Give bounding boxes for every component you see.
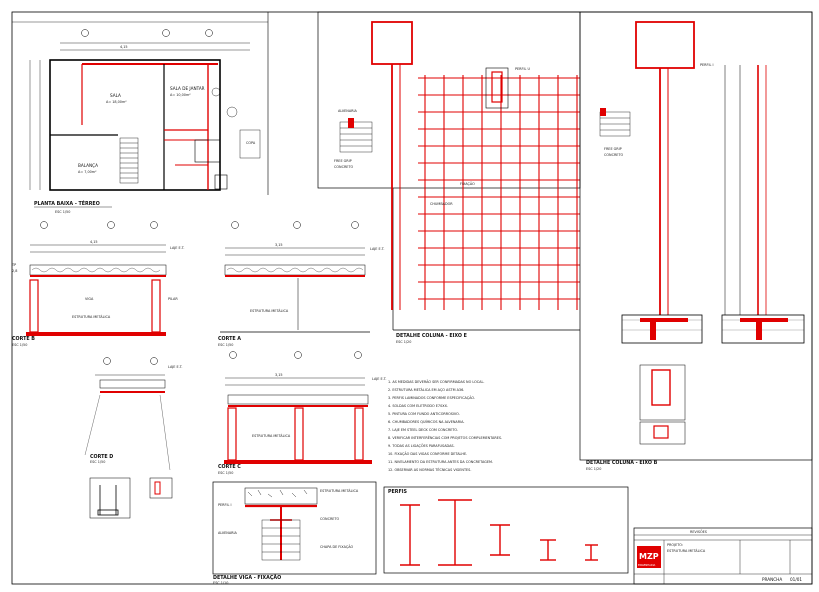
project-name: ESTRUTURA METÁLICA xyxy=(667,548,706,553)
section-c-estrutura: ESTRUTURA METÁLICA xyxy=(252,433,291,438)
section-a-title: CORTE A xyxy=(218,336,241,342)
beam-detail-label: CHAPA DE FIXAÇÃO xyxy=(320,544,353,549)
profiles-detail: PERFIS xyxy=(383,486,629,574)
room-sala-jantar: SALA DE JANTAR xyxy=(170,86,205,91)
detail-a-label-top: PERFIL U xyxy=(515,67,530,71)
note-item: 9. TODAS AS LIGAÇÕES PARAFUSADAS. xyxy=(388,443,455,448)
room-copa: COPA xyxy=(246,141,256,145)
note-item: 2. ESTRUTURA METÁLICA EM AÇO ASTM A36. xyxy=(388,387,464,392)
section-d-laje: LAJE E.T. xyxy=(168,365,183,369)
plan-scale: ESC 1/50 xyxy=(55,210,70,214)
plan-dim-top: 4,15 xyxy=(120,45,128,49)
logo-text: MZP xyxy=(639,552,659,561)
section-b-dim: 4,15 xyxy=(90,240,98,244)
section-b-tp: TP xyxy=(11,263,16,267)
detail-a-label-chumb: CHUMBADOR xyxy=(430,202,453,206)
room-sala-area: A= 18,00m² xyxy=(106,100,127,104)
note-item: 1. AS MEDIDAS DEVERÃO SER CONFIRMADAS NO… xyxy=(388,379,484,384)
detail-a-label-free: FREE GRIP xyxy=(334,159,352,163)
column-detail-a: PERFIL U ALVENARIA FIXAÇÃO CHUMBADOR FRE… xyxy=(317,11,581,344)
prancha-label: PRANCHA xyxy=(762,577,782,582)
profiles-title: PERFIS xyxy=(388,489,408,495)
revision-label: REVISÕES xyxy=(690,529,707,534)
section-c: 3,15 LAJE E.T. ESTRUTURA METÁLICA CORTE … xyxy=(218,351,387,475)
section-b-viga: VIGA xyxy=(85,297,94,301)
prancha-number: 01/01 xyxy=(790,577,802,582)
detail-a-title: DETALHE COLUNA - EIXO E xyxy=(396,333,467,339)
section-b-laje: LAJE E.T. xyxy=(170,246,185,250)
section-d: LAJE E.T. CORTE D ESC 1/50 xyxy=(84,357,183,519)
section-b-scale: ESC 1/50 xyxy=(12,343,27,347)
detail-a-scale: ESC 1/20 xyxy=(396,340,411,344)
beam-detail-label: ALVENARIA xyxy=(218,531,238,535)
section-a-scale: ESC 1/50 xyxy=(218,343,233,347)
section-d-scale: ESC 1/50 xyxy=(90,460,105,464)
room-balanca-area: A= 7,00m² xyxy=(78,170,97,174)
section-c-dim: 3,15 xyxy=(275,373,283,377)
column-detail-b: PERFIL I FREE GRIP CONCRETO DETALHE COLU… xyxy=(579,11,813,471)
beam-detail-label: PERFIL I xyxy=(218,503,231,507)
section-a-estrutura: ESTRUTURA METÁLICA xyxy=(250,308,289,313)
company-logo xyxy=(637,546,661,568)
detail-a-label-left: ALVENARIA xyxy=(338,109,358,113)
beam-fixing-detail: ESTRUTURA METÁLICA PERFIL I CONCRETO ALVENA… xyxy=(212,481,377,585)
section-d-title: CORTE D xyxy=(90,454,113,460)
room-sala-jantar-area: A= 10,00m² xyxy=(170,93,191,97)
section-a-laje: LAJE E.T. xyxy=(370,247,385,251)
detail-b-scale: ESC 1/20 xyxy=(586,467,601,471)
detail-b-label-concrete: CONCRETO xyxy=(604,153,624,157)
section-b-title: CORTE B xyxy=(12,336,35,342)
detail-a-label-fixing: FIXAÇÃO xyxy=(460,181,475,186)
detail-a-label-concrete: CONCRETO xyxy=(334,165,354,169)
section-c-title: CORTE C xyxy=(218,464,241,470)
note-item: 7. LAJE EM STEEL DECK COM CONCRETO. xyxy=(388,428,458,432)
note-item: 12. OBSERVAR AS NORMAS TÉCNICAS VIGENTES… xyxy=(388,467,471,472)
title-block: REVISÕES MZP ENGENHARIA PROJETO: ESTRUTU… xyxy=(633,527,813,585)
plan-title: PLANTA BAIXA - TÉRREO xyxy=(34,199,100,207)
note-item: 10. FIXAÇÃO DAS VIGAS CONFORME DETALHE. xyxy=(388,451,467,456)
note-item: 11. NIVELAMENTO DA ESTRUTURA ANTES DA CO… xyxy=(388,460,493,464)
note-item: 3. PERFIS LAMINADOS CONFORME ESPECIFICAÇ… xyxy=(388,395,475,400)
note-item: 5. PINTURA COM FUNDO ANTICORROSIVO. xyxy=(388,412,460,416)
detail-b-label-top: PERFIL I xyxy=(700,63,713,67)
general-notes: 1. AS MEDIDAS DEVERÃO SER CONFIRMADAS NO… xyxy=(388,379,502,472)
section-b-estrutura: ESTRUTURA METÁLICA xyxy=(72,314,111,319)
detail-b-title: DETALHE COLUNA - EIXO B xyxy=(586,460,658,466)
detail-b-label-free: FREE GRIP xyxy=(604,147,622,151)
note-item: 6. CHUMBADORES QUÍMICOS NA ALVENARIA. xyxy=(388,419,464,424)
section-c-scale: ESC 1/50 xyxy=(218,471,233,475)
logo-subtext: ENGENHARIA xyxy=(638,563,655,567)
section-a: 3,15 LAJE E.T. ESTRUTURA METÁLICA CORTE … xyxy=(218,221,385,347)
room-balanca: BALANÇA xyxy=(78,163,98,168)
section-c-laje: LAJE E.T. xyxy=(372,377,387,381)
beam-detail-label: CONCRETO xyxy=(320,517,340,521)
section-a-dim: 3,15 xyxy=(275,243,283,247)
section-b-tp-value: 2,8 xyxy=(12,269,17,273)
beam-detail-label: ESTRUTURA METÁLICA xyxy=(320,488,359,493)
room-sala: SALA xyxy=(110,93,121,98)
note-item: 8. VERIFICAR INTERFERÊNCIAS COM PROJETOS… xyxy=(388,435,502,440)
section-b-pilar: PILAR xyxy=(168,297,178,301)
note-item: 4. SOLDAS COM ELETRODO E70XX. xyxy=(388,404,448,408)
section-b: 4,15 LAJE E.T. TP 2,8 VIGA ESTRUTURA MET… xyxy=(11,221,185,347)
beam-detail-title: DETALHE VIGA - FIXAÇÃO xyxy=(213,574,281,581)
project-label: PROJETO: xyxy=(667,543,683,547)
beam-detail-scale: ESC 1/10 xyxy=(213,581,228,585)
floor-plan: 4,15 SALA A= 18,00m² SALA DE JANTAR A= 1… xyxy=(12,12,269,214)
